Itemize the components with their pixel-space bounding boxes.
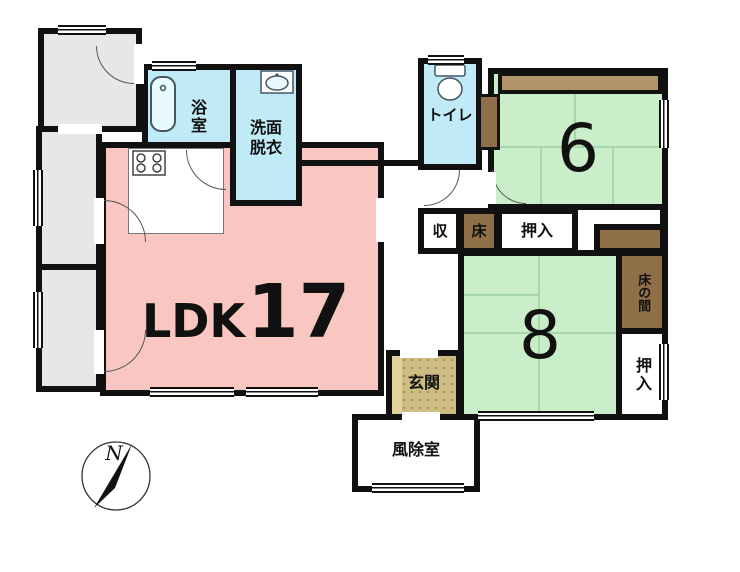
sink-icon xyxy=(260,70,294,94)
washroom-label-line2: 脱衣 xyxy=(249,138,282,157)
closet-shelf-top xyxy=(498,72,662,94)
door-opening xyxy=(400,348,438,358)
closet-middle-label: 押入 xyxy=(520,221,553,240)
tatami-line xyxy=(494,146,662,148)
tatami-line xyxy=(538,256,540,414)
door-opening xyxy=(94,330,104,374)
windbreak-label: 風除室 xyxy=(391,440,440,459)
tatami-line xyxy=(464,294,540,296)
compass: N xyxy=(81,441,151,511)
storage-niche xyxy=(478,94,500,150)
bath-label: 浴室 xyxy=(188,99,207,135)
window xyxy=(33,170,43,226)
toilet-icon xyxy=(434,64,466,101)
floor-alcove-label: 床 xyxy=(471,221,487,240)
tatami-line xyxy=(464,332,616,334)
ldk-label: LDK 17 xyxy=(134,266,358,355)
window xyxy=(152,61,196,71)
right-outer-wall xyxy=(660,204,668,254)
tatami-line xyxy=(540,146,542,204)
washroom-label: 洗面 脱衣 xyxy=(234,106,298,170)
ldk-text: LDK xyxy=(141,294,246,348)
window xyxy=(246,387,318,397)
room6-size-label: 6 xyxy=(557,109,599,187)
bathtub-icon xyxy=(150,76,176,132)
compass-needle-icon xyxy=(94,444,132,508)
window xyxy=(659,100,669,148)
window xyxy=(659,344,669,400)
storage-label: 収 xyxy=(432,221,448,240)
door-opening xyxy=(134,44,144,84)
door-opening xyxy=(58,124,102,134)
window xyxy=(150,387,234,397)
room-corridor-left xyxy=(36,126,102,392)
tatami-line xyxy=(574,94,576,148)
hallway-top-wall xyxy=(296,160,426,166)
door-opening xyxy=(402,412,440,422)
genkan-label: 玄関 xyxy=(407,373,440,392)
window xyxy=(428,55,464,65)
washroom-label-line1: 洗面 xyxy=(249,118,282,137)
tokonoma-label: 床の間 xyxy=(635,272,651,312)
genkan-step xyxy=(392,356,402,414)
ldk-size-text: 17 xyxy=(247,269,351,355)
door-opening xyxy=(486,172,496,204)
door-opening xyxy=(94,198,104,244)
window xyxy=(372,483,464,493)
stove-icon xyxy=(132,150,166,176)
door-opening xyxy=(376,198,386,242)
window xyxy=(58,25,106,35)
door-arc xyxy=(424,170,460,206)
window xyxy=(33,292,43,348)
tatami-line xyxy=(612,146,614,204)
closet-shu xyxy=(418,208,462,254)
room8-size-label: 8 xyxy=(519,296,561,374)
compass-north-label: N xyxy=(104,441,124,465)
closet-right-label: 押入 xyxy=(633,357,652,393)
window xyxy=(478,411,594,421)
toilet-label: トイレ xyxy=(427,105,473,124)
corridor-divider-wall xyxy=(42,264,96,270)
